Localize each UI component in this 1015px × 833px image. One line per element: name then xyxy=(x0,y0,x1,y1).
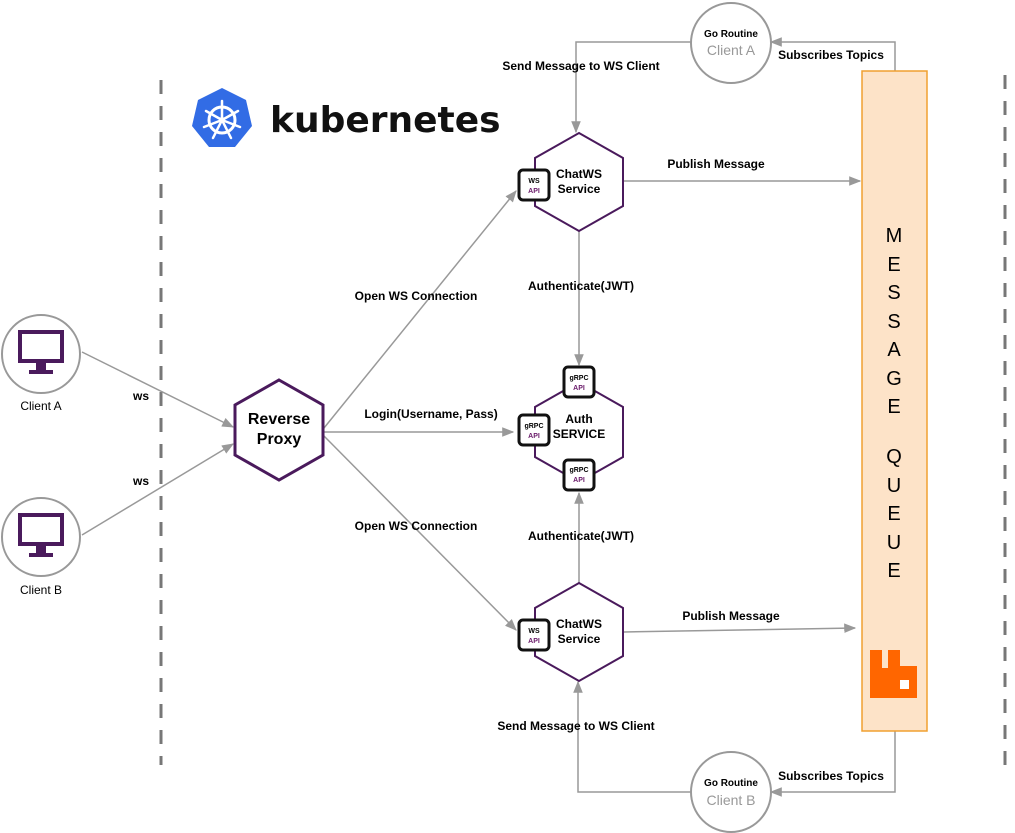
grpc-api-badge-left: gRPC API xyxy=(517,413,551,447)
edge-subscribe-bottom xyxy=(769,731,896,797)
queue-letter: G xyxy=(886,368,902,390)
edge-label-subscribe-bottom: Subscribes Topics xyxy=(778,769,884,783)
edge-label-open-ws-bottom: Open WS Connection xyxy=(355,519,478,533)
grpc-badge-api: API xyxy=(573,477,585,484)
goroutine-b-line2: Client B xyxy=(706,792,755,808)
chatws-top-line1: ChatWS xyxy=(556,167,602,181)
chatws-bottom-line1: ChatWS xyxy=(556,617,602,631)
edge-label-auth-top: Authenticate(JWT) xyxy=(528,279,634,293)
edge-proxy-chatws-bottom xyxy=(323,435,517,631)
edge-label-auth-bottom: Authenticate(JWT) xyxy=(528,529,634,543)
client-a-label: Client A xyxy=(20,399,61,413)
goroutine-client-b-node xyxy=(690,751,772,833)
queue-letter: M xyxy=(886,225,903,247)
chatws-bottom-line2: Service xyxy=(558,632,601,646)
edge-client-b-proxy xyxy=(81,443,235,536)
goroutine-b-line1: Go Routine xyxy=(704,778,758,789)
chatws-top-line2: Service xyxy=(558,182,601,196)
ws-api-badge: WS API xyxy=(517,618,551,652)
edge-send-top xyxy=(571,41,692,134)
ws-api-badge-bottom: API xyxy=(528,188,540,195)
client-a-node xyxy=(1,314,81,394)
grpc-badge-api: API xyxy=(573,385,585,392)
grpc-api-badge-top: gRPC API xyxy=(562,365,596,399)
grpc-badge-api: API xyxy=(528,433,540,440)
grpc-badge-label: gRPC xyxy=(569,467,588,474)
edge-label-send-bottom: Send Message to WS Client xyxy=(497,719,654,733)
ws-api-badge-top: WS xyxy=(528,178,540,185)
kubernetes-logo-icon xyxy=(192,88,252,147)
reverse-proxy-node xyxy=(233,378,325,482)
monitor-icon xyxy=(18,513,64,557)
message-queue-node xyxy=(861,70,928,732)
ws-api-badge-top: WS xyxy=(528,628,540,635)
queue-letter: E xyxy=(887,560,900,582)
grpc-badge-label: gRPC xyxy=(569,375,588,382)
edge-label-subscribe-top: Subscribes Topics xyxy=(778,48,884,62)
edge-send-bottom xyxy=(573,680,692,793)
queue-letter: E xyxy=(887,396,900,418)
goroutine-a-line1: Go Routine xyxy=(704,29,758,40)
queue-letter: A xyxy=(887,339,901,361)
queue-letter: U xyxy=(887,532,901,554)
kubernetes-label: kubernetes xyxy=(270,100,501,141)
goroutine-a-line2: Client A xyxy=(707,42,756,58)
queue-letter: S xyxy=(887,311,900,333)
edge-label-open-ws-top: Open WS Connection xyxy=(355,289,478,303)
goroutine-client-a-node xyxy=(690,2,772,84)
auth-line2: SERVICE xyxy=(553,427,605,441)
auth-line1: Auth xyxy=(565,412,592,426)
ws-api-badge-bottom: API xyxy=(528,638,540,645)
grpc-api-badge-bottom: gRPC API xyxy=(562,458,596,492)
queue-letter: E xyxy=(887,254,900,276)
edge-publish-bottom xyxy=(623,623,857,633)
queue-letter: U xyxy=(887,475,901,497)
client-b-label: Client B xyxy=(20,583,62,597)
edge-label-publish-top: Publish Message xyxy=(667,157,765,171)
edge-label-ws-a: ws xyxy=(132,389,149,403)
ws-api-badge: WS API xyxy=(517,168,551,202)
chatws-service-bottom-node xyxy=(534,581,624,683)
edge-label-ws-b: ws xyxy=(132,474,149,488)
rabbitmq-logo-icon xyxy=(870,650,917,698)
queue-letter: Q xyxy=(886,446,902,468)
edge-proxy-chatws-top xyxy=(323,190,517,429)
edge-subscribe-top xyxy=(769,37,896,71)
client-b-node xyxy=(1,497,81,577)
grpc-badge-label: gRPC xyxy=(524,423,543,430)
edge-label-send-top: Send Message to WS Client xyxy=(502,59,659,73)
edge-client-a-proxy xyxy=(81,351,235,428)
edge-label-login: Login(Username, Pass) xyxy=(364,407,497,421)
edge-label-publish-bottom: Publish Message xyxy=(682,609,780,623)
monitor-icon xyxy=(18,330,64,374)
queue-letter: E xyxy=(887,503,900,525)
chatws-service-top-node xyxy=(534,131,624,233)
reverse-proxy-line2: Proxy xyxy=(257,431,302,448)
reverse-proxy-line1: Reverse xyxy=(248,411,310,428)
queue-letter: S xyxy=(887,282,900,304)
